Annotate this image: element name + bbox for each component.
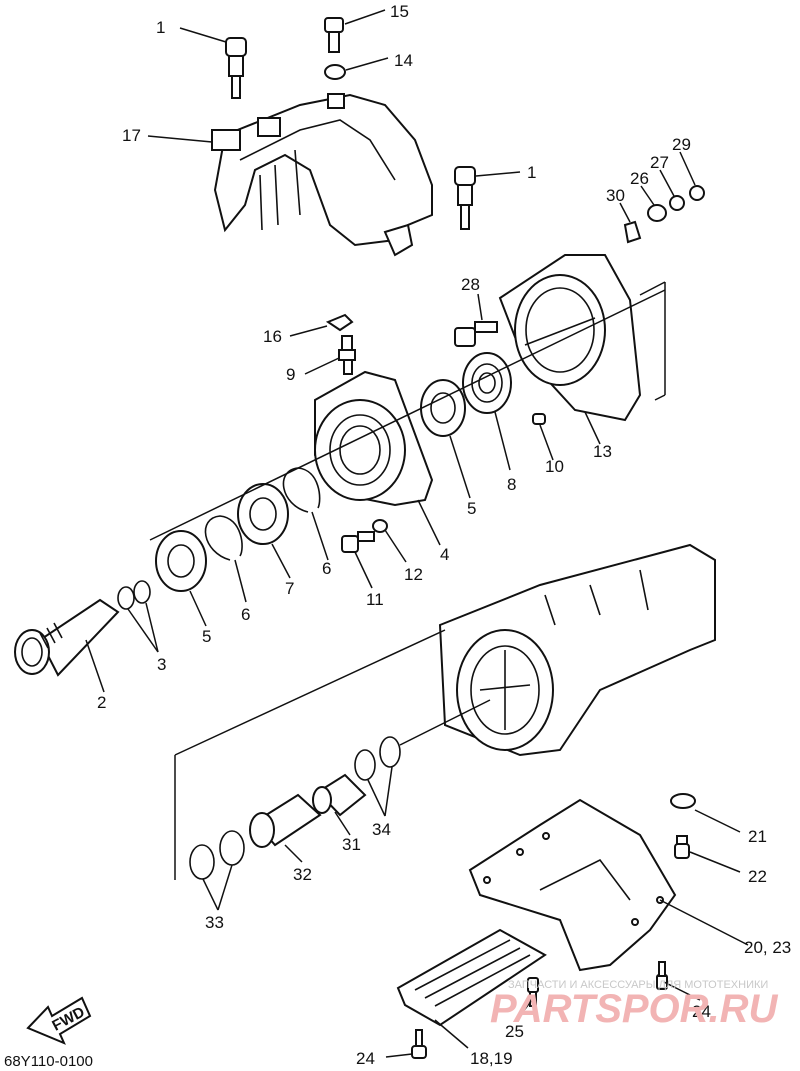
part-1-bolt-left [225, 37, 247, 99]
callout-1-right: 1 [527, 163, 536, 182]
part-24-screw-bottom [411, 1029, 427, 1059]
callout-5-upper: 5 [467, 499, 476, 518]
callout-14: 14 [394, 51, 413, 70]
part-3-oring-b [133, 580, 151, 604]
part-22-screw [674, 835, 690, 859]
part-7-bearing [237, 483, 289, 545]
callout-20-23: 20, 23 [744, 938, 791, 957]
group-bracket-upper [149, 281, 666, 541]
part-8-bearing [462, 352, 512, 414]
group-bracket-lower [174, 629, 446, 880]
callout-31: 31 [342, 835, 361, 854]
jet-pump-assembly [438, 543, 716, 757]
callout-24-bottom: 24 [356, 1049, 375, 1068]
callout-25: 25 [505, 1022, 524, 1041]
callout-26: 26 [630, 169, 649, 188]
part-25-screw [527, 977, 539, 1007]
callout-7: 7 [285, 579, 294, 598]
callout-3: 3 [157, 655, 166, 674]
callout-21: 21 [748, 827, 767, 846]
watermark-brand: PARTSPOR.RU [490, 987, 779, 1031]
part-30-clip [623, 220, 642, 244]
part-14-washer [324, 64, 346, 80]
callout-16: 16 [263, 327, 282, 346]
part-2-shaft [14, 598, 120, 677]
part-11-bolt [341, 531, 375, 553]
part-26-washer [647, 204, 667, 222]
drawing-code: 68Y110-0100 [4, 1053, 93, 1070]
part-6-circlip-upper [282, 467, 321, 513]
part-33-clamps [189, 830, 245, 880]
part-20-23-ride-plate [468, 798, 677, 972]
callout-2: 2 [97, 693, 106, 712]
callout-29: 29 [672, 135, 691, 154]
part-5-bearing-lower [155, 530, 207, 592]
part-32-hose [249, 793, 322, 848]
part-31-sleeve [312, 773, 367, 817]
part-28-bolt [454, 321, 498, 347]
part-29-nut [689, 185, 705, 201]
part-24-screw-right [656, 961, 668, 990]
callout-28: 28 [461, 275, 480, 294]
part-15-screw [324, 17, 344, 53]
callout-24-right: 24 [692, 1002, 711, 1021]
fwd-arrow-icon [26, 996, 92, 1045]
callout-10: 10 [545, 457, 564, 476]
callout-1-left: 1 [156, 18, 165, 37]
part-16-clip [325, 313, 354, 332]
callout-5-lower: 5 [202, 627, 211, 646]
part-3-oring-a [117, 586, 135, 610]
callout-32: 32 [293, 865, 312, 884]
callout-13: 13 [593, 442, 612, 461]
callout-27: 27 [650, 153, 669, 172]
callout-12: 12 [404, 565, 423, 584]
part-10-pin [532, 413, 546, 425]
part-4-bearing-housing [314, 370, 434, 507]
part-5-bearing-upper [420, 379, 466, 437]
part-27-washer [669, 195, 685, 211]
part-9-fitting [338, 335, 356, 375]
callout-6-upper: 6 [322, 559, 331, 578]
callout-11: 11 [366, 590, 384, 609]
part-18-19-intake-grate [396, 928, 547, 1027]
watermark: ЗАПЧАСТИ И АКСЕССУАРЫ ДЛЯ МОТОТЕХНИКИ PA… [490, 979, 779, 1031]
part-1-bolt-right [454, 166, 476, 230]
leader-lines [85, 9, 749, 1058]
callout-34: 34 [372, 820, 391, 839]
callout-9: 9 [286, 365, 295, 384]
callout-8: 8 [507, 475, 516, 494]
callout-15: 15 [390, 2, 409, 21]
part-34-clamps [354, 736, 401, 781]
housing-cover [211, 93, 433, 257]
part-6-circlip-lower [204, 515, 243, 561]
callout-6-lower: 6 [241, 605, 250, 624]
callout-30: 30 [606, 186, 625, 205]
part-21-grommet [670, 793, 696, 809]
callout-22: 22 [748, 867, 767, 886]
callout-33: 33 [205, 913, 224, 932]
watermark-tagline: ЗАПЧАСТИ И АКСЕССУАРЫ ДЛЯ МОТОТЕХНИКИ [508, 979, 768, 991]
part-13-housing [498, 254, 642, 422]
callout-17: 17 [122, 126, 141, 145]
callouts: 1 15 14 17 1 29 27 26 30 28 16 9 13 10 8… [97, 2, 791, 1068]
callout-4: 4 [440, 545, 449, 564]
callout-18-19: 18,19 [470, 1049, 513, 1068]
part-12-washer [372, 519, 388, 533]
impeller-shaft [399, 699, 491, 746]
